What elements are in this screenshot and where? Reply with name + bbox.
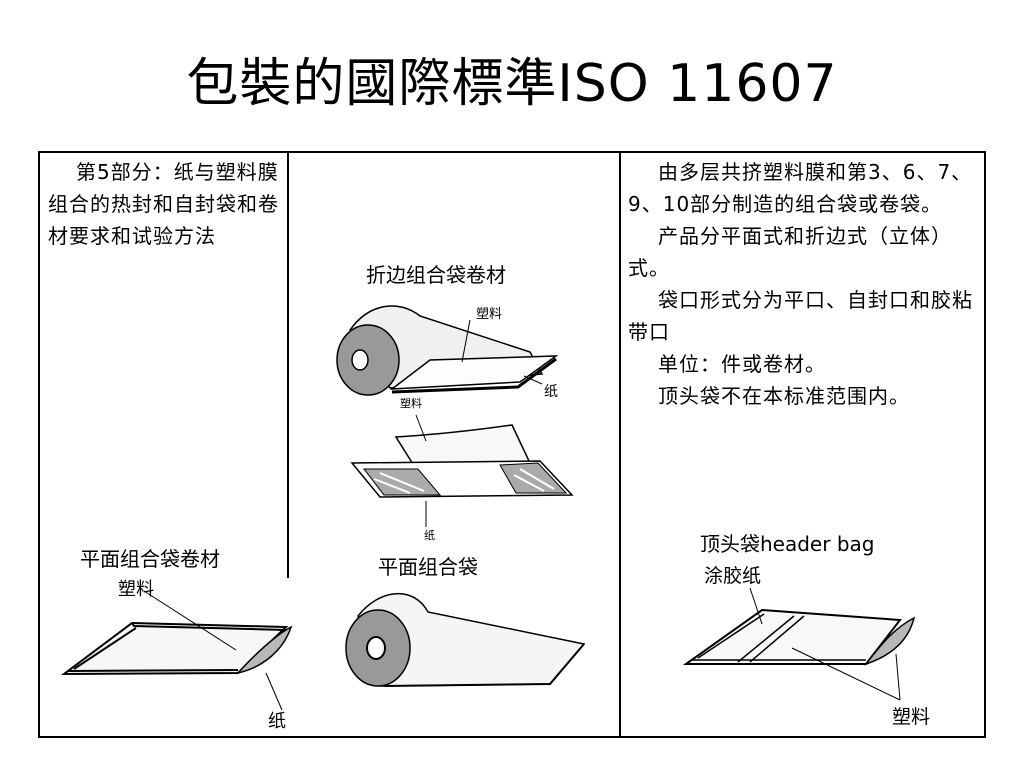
right-paragraph-4: 单位：件或卷材。 — [658, 352, 826, 376]
gusset-roll-paper-label: 纸 — [544, 384, 558, 400]
left-cell-text: 第5部分：纸与塑料膜组合的热封和自封袋和卷材要求和试验方法 — [48, 160, 279, 248]
gusset-roll-label: 折边组合袋卷材 — [366, 263, 506, 287]
flat-bag-label: 平面组合袋 — [378, 555, 478, 579]
header-bag-label: 顶头袋header bag — [700, 532, 875, 556]
gusset-roll-illustration: 塑料 纸 — [336, 305, 559, 400]
column-divider-left — [287, 151, 289, 578]
header-bag-coated-paper-label: 涂胶纸 — [704, 565, 761, 587]
flat-pouch-illustration: 塑料 纸 — [60, 579, 293, 732]
flat-pouch-plastic-label: 塑料 — [118, 579, 154, 600]
gusset-bag-illustration: 塑料 纸 — [350, 396, 574, 542]
right-paragraph-2: 产品分平面式和折边式（立体）式。 — [628, 224, 952, 280]
content-table — [38, 151, 986, 738]
header-bag-plastic-label: 塑料 — [892, 706, 930, 728]
right-cell-text: 由多层共挤塑料膜和第3、6、7、9、10部分制造的组合袋或卷袋。 产品分平面式和… — [628, 156, 976, 412]
header-bag-illustration: 涂胶纸 塑料 — [682, 565, 930, 728]
right-paragraph-5: 顶头袋不在本标准范围内。 — [658, 384, 910, 408]
flat-roll-illustration — [345, 593, 586, 687]
flat-pouch-paper-label: 纸 — [268, 711, 286, 732]
right-paragraph-1: 由多层共挤塑料膜和第3、6、7、9、10部分制造的组合袋或卷袋。 — [628, 160, 973, 216]
flat-roll-label: 平面组合袋卷材 — [80, 547, 220, 571]
gusset-roll-plastic-label: 塑料 — [476, 307, 502, 322]
column-divider-right — [619, 151, 621, 738]
slide-title: 包裝的國際標準ISO 11607 — [186, 54, 838, 114]
right-paragraph-3: 袋口形式分为平口、自封口和胶粘带口 — [628, 288, 973, 344]
gusset-bag-paper-label: 纸 — [424, 529, 435, 542]
gusset-bag-plastic-label: 塑料 — [400, 396, 422, 410]
